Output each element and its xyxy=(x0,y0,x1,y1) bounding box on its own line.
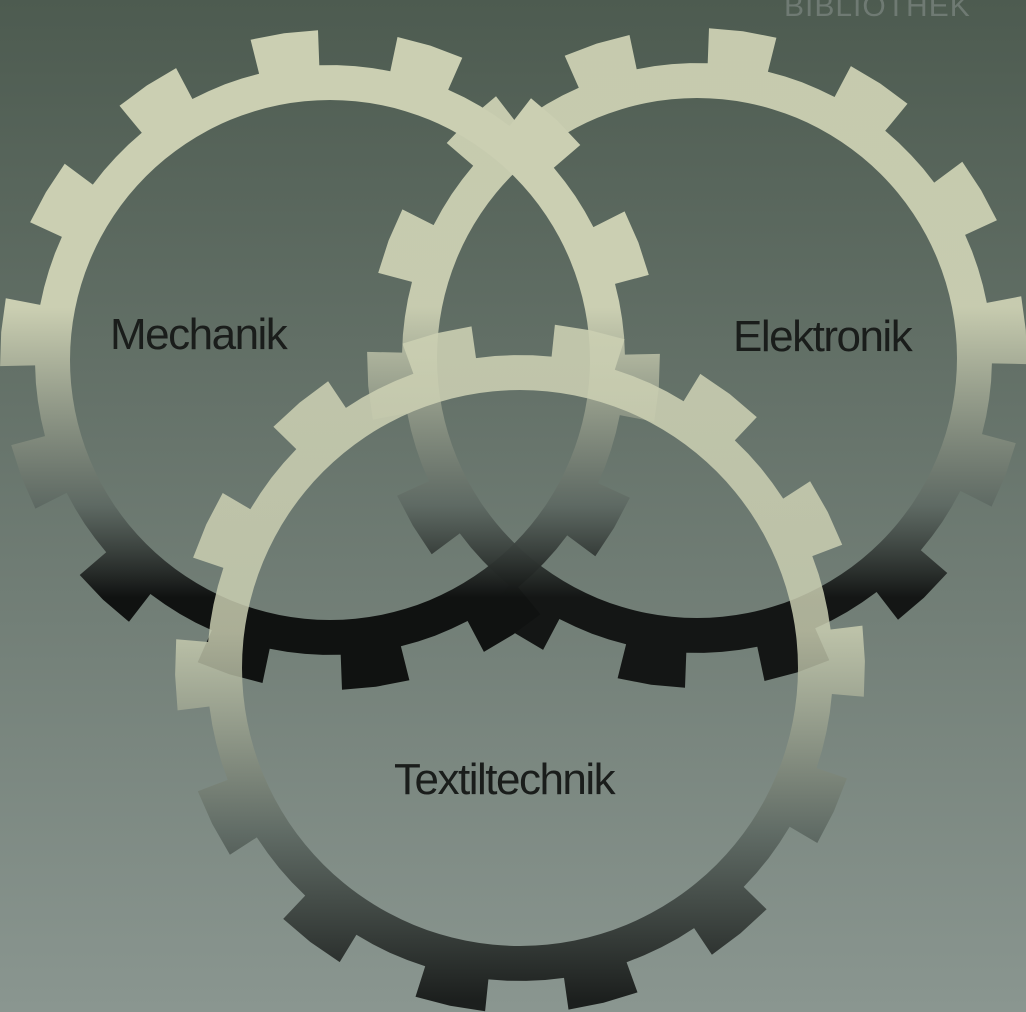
label-textiltechnik: Textiltechnik xyxy=(394,758,614,802)
label-mechanik: Mechanik xyxy=(110,313,286,357)
label-elektronik: Elektronik xyxy=(733,315,911,359)
library-stamp: BIBLIOTHEK xyxy=(784,0,971,22)
